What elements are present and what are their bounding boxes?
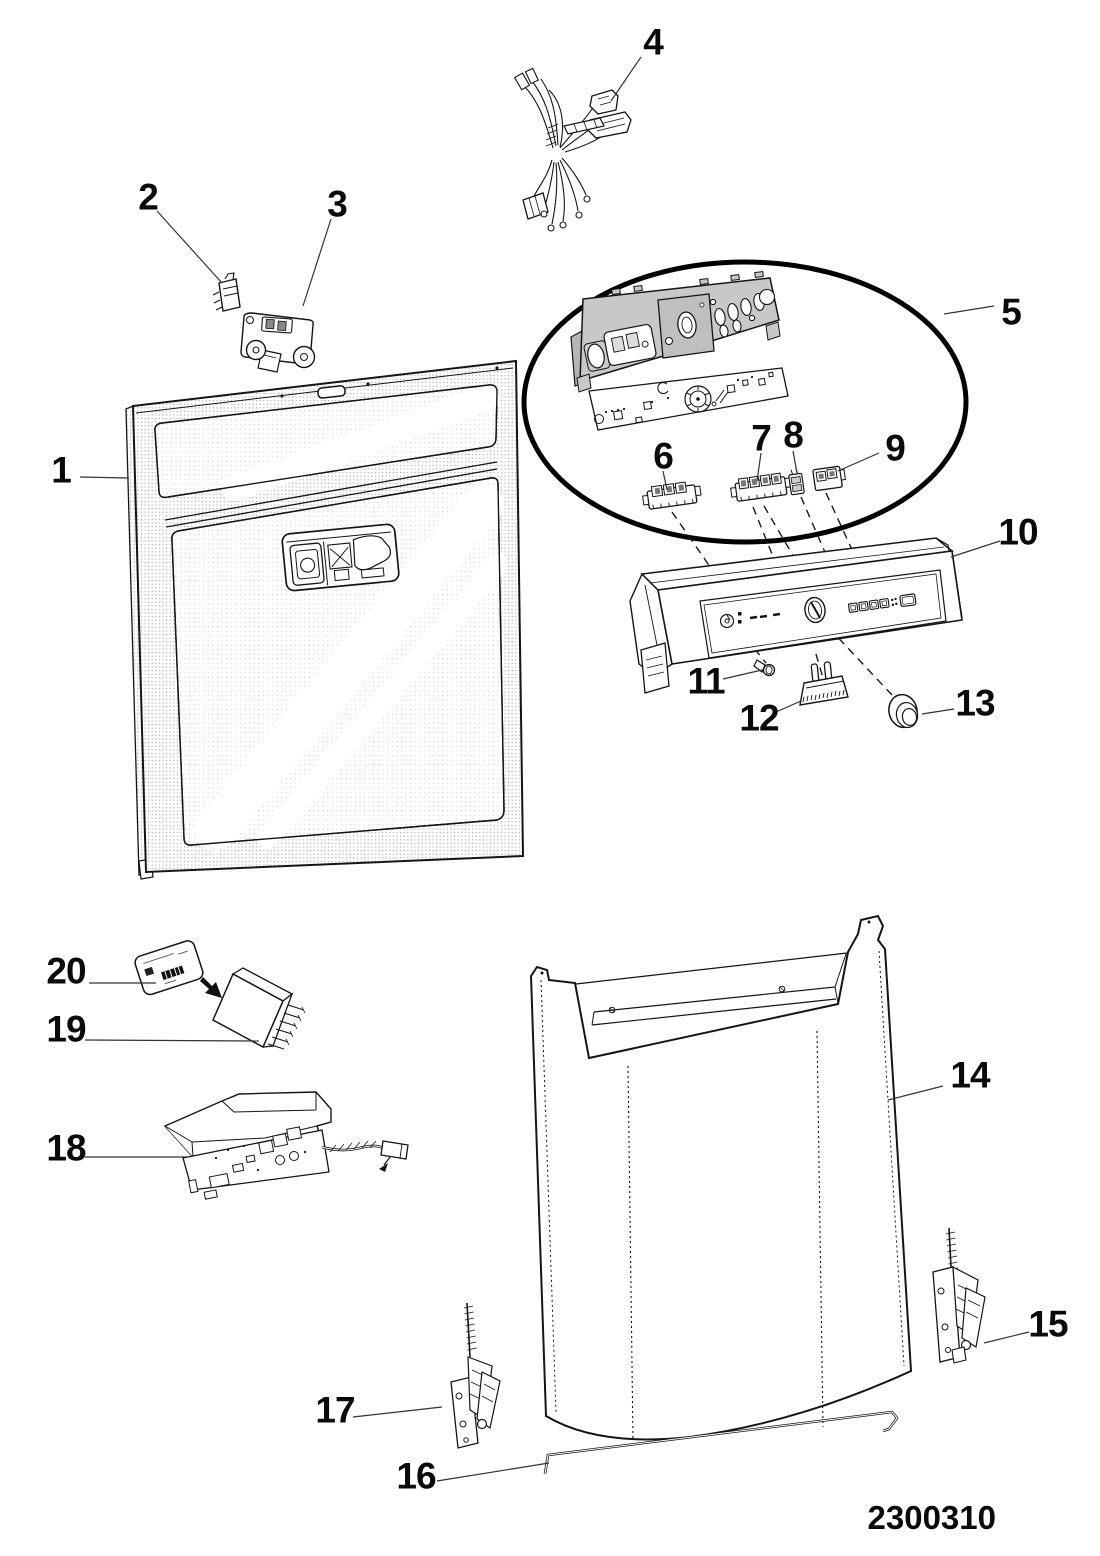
- callout-10: 10: [998, 511, 1038, 553]
- callout-8: 8: [783, 414, 804, 456]
- outer-door-panel: [529, 914, 913, 1441]
- callout-5: 5: [1001, 291, 1022, 333]
- switch-part-8: [788, 467, 805, 496]
- switch-part-6: [642, 481, 702, 510]
- callout-17: 17: [315, 1389, 355, 1431]
- callout-1: 1: [51, 449, 72, 491]
- callout-19: 19: [46, 1008, 86, 1050]
- callout-7: 7: [751, 417, 772, 459]
- wiring-harness: [513, 67, 632, 232]
- program-card: [134, 940, 222, 998]
- electronic-module: [212, 967, 306, 1050]
- callout-18: 18: [46, 1127, 86, 1169]
- display-pcb: [588, 367, 789, 431]
- document-number: 2300310: [867, 1499, 996, 1536]
- push-button-part: [799, 661, 849, 706]
- control-panel-fascia: [629, 537, 963, 694]
- inner-door-panel: [125, 359, 525, 880]
- switch-part-9: [812, 465, 846, 492]
- control-board-detail-ellipse: [521, 259, 969, 545]
- callout-15: 15: [1028, 1303, 1068, 1345]
- callout-13: 13: [955, 682, 995, 724]
- callout-12: 12: [739, 697, 779, 739]
- callout-14: 14: [950, 1054, 990, 1096]
- callout-11: 11: [687, 660, 725, 702]
- hinge-rod: [543, 1410, 899, 1475]
- callout-4: 4: [643, 21, 664, 63]
- insert-arrow-icon: [200, 977, 222, 998]
- callout-9: 9: [885, 427, 906, 469]
- clip-part: [753, 659, 776, 677]
- hinge-right: [932, 1227, 986, 1364]
- callout-3: 3: [327, 183, 348, 225]
- callout-6: 6: [653, 435, 674, 477]
- leader-lines: [79, 56, 1030, 1482]
- knob-part: [888, 693, 919, 729]
- control-module-assembly: [163, 1091, 409, 1200]
- switch-part-7: [730, 472, 792, 502]
- detergent-dispenser: [281, 523, 400, 592]
- hinge-left: [450, 1302, 501, 1449]
- door-microswitch: [212, 272, 241, 312]
- callout-20: 20: [46, 950, 86, 992]
- callout-2: 2: [138, 176, 159, 218]
- callout-16: 16: [396, 1455, 436, 1497]
- panel-support-bracket: [570, 270, 781, 393]
- door-interlock: [240, 312, 316, 373]
